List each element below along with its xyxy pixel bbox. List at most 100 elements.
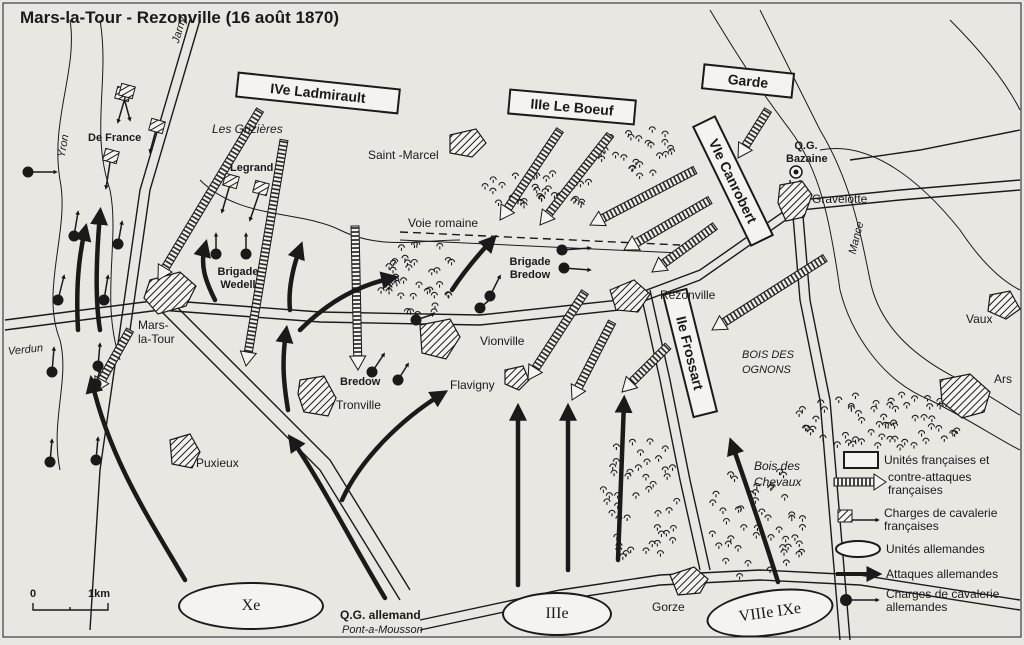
label-gravelotte: Gravelotte [812,192,868,206]
forest-icon [767,534,775,541]
forest-icon [890,419,898,427]
forest-icon [661,466,669,473]
forest-icon [903,402,911,409]
label-flavigny: Flavigny [450,378,495,392]
label-qg-allemand: Q.G. allemand [340,608,421,622]
forest-icon [798,524,807,531]
legend-striped-arrow-icon [833,473,887,491]
forest-icon [572,195,580,203]
forest-icon [385,263,393,270]
forest-icon [724,540,732,548]
label-voie-romaine: Voie romaine [408,216,479,230]
german-cavalry-charge [240,232,252,260]
german-attack-arrow [90,206,109,333]
scale-zero: 0 [30,588,37,600]
label-puxieux: Puxieux [196,456,239,470]
forest-icon [857,438,866,445]
forest-icon [803,424,811,432]
forest-icon [648,126,656,133]
forest-icon [436,242,444,250]
french-counterattack-arrow [589,165,698,227]
forest-icon [812,415,820,423]
forest-icon [807,428,815,436]
forest-icon [896,444,904,451]
german-attack-arrow [287,434,388,601]
forest-icon [673,497,681,505]
label-legrand: Legrand [230,162,274,174]
forest-icon [619,553,627,560]
forest-icon [781,494,789,501]
forests [377,126,961,580]
village-puxieux [169,433,201,469]
german-cavalry-charge [484,274,501,302]
forest-icon [845,439,853,446]
forest-icon [791,534,799,541]
village-saint-marcel [449,128,487,158]
forest-icon [734,545,742,552]
label-vaux: Vaux [966,312,993,326]
unit-de-iii: IIIe [502,592,612,636]
forest-icon [744,560,752,567]
forest-icon [428,268,436,276]
forest-icon [636,172,644,180]
forest-icon [891,422,899,429]
forest-icon [668,464,677,471]
forest-icon [776,468,784,476]
forest-icon [444,291,452,298]
forest-icon [926,403,934,410]
french-counterattack-arrow [499,127,565,221]
forest-icon [494,199,503,207]
forest-icon [911,414,919,422]
german-cavalry-charge [90,436,102,466]
forest-icon [400,277,408,284]
forest-icon [657,530,665,538]
forest-icon [645,485,653,493]
forest-icon [878,433,886,440]
forest-icon [712,490,720,498]
forest-icon [603,498,611,505]
forest-icon [610,469,618,477]
forest-icon [489,176,497,183]
forest-icon [541,188,549,195]
german-cavalry-charge [22,166,58,178]
forest-icon [542,175,550,182]
label-de-france: De France [88,132,142,144]
forest-icon [410,241,419,248]
forest-icon [782,535,790,543]
label-brigade-bredow: Brigade Bredow [509,256,551,281]
forest-icon [389,266,397,274]
legend-german-units: Unités allemandes [886,542,985,556]
french-cavalry-charge [116,82,136,124]
forest-icon [656,152,664,159]
forest-icon [647,141,655,149]
forest-icon [431,302,439,309]
forest-icon [397,244,406,251]
forest-icon [642,473,650,481]
forest-icon [936,402,944,410]
forest-icon [795,540,803,548]
forest-icon [719,507,727,514]
forest-icon [709,499,717,506]
forest-icon [927,423,935,430]
german-attack-arrow [449,234,497,293]
label-bredow: Bredow [340,376,381,388]
legend-german-attacks: Attaques allemandes [886,567,999,581]
forest-icon [609,463,617,470]
forest-icon [612,443,620,451]
forest-icon [661,445,669,452]
forest-icon [511,172,519,180]
village-tronville [297,375,337,417]
forest-icon [377,287,385,294]
forest-icon [775,526,783,533]
forest-icon [663,473,671,480]
label-brigade-wedell: Brigade Wedell [217,266,259,291]
forest-icon [935,425,943,432]
forest-icon [435,281,444,288]
village-flavigny [504,365,530,391]
forest-icon [722,557,730,565]
forest-icon [851,436,860,443]
forest-icon [662,151,670,158]
forest-icon [795,550,803,558]
german-cavalry-charge [68,210,80,242]
